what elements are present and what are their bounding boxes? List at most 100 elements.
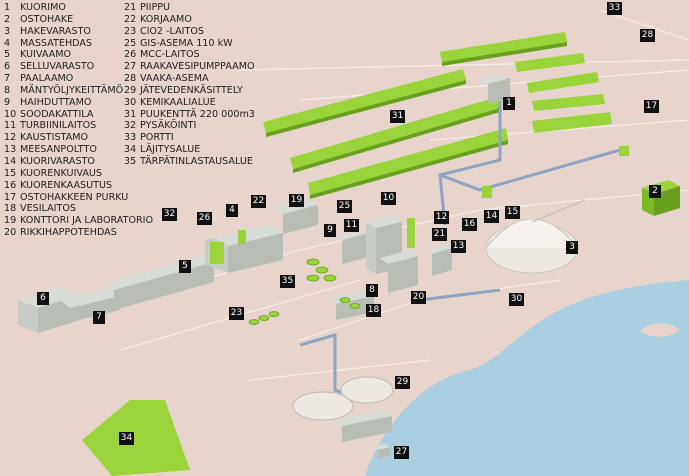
legend-text: GIS-ASEMA 110 kW: [140, 37, 233, 49]
map-label-12: 12: [434, 211, 449, 224]
legend-number: 22: [124, 13, 137, 25]
lake-water: [365, 280, 689, 476]
legend-number: 32: [124, 120, 137, 132]
map-label-7: 7: [93, 311, 105, 324]
map-label-26: 26: [197, 212, 212, 225]
legend-number: 25: [124, 37, 137, 49]
map-label-34: 34: [119, 432, 134, 445]
legend-text: SELLUVARASTO: [20, 61, 95, 73]
legend-text: KORJAAMO: [140, 13, 192, 25]
legend-number: 2: [4, 13, 11, 25]
legend-text: MÄNTYÖLJYKEITTÄMÖ: [20, 84, 124, 96]
legend-text: HAIHDUTTAMO: [20, 96, 92, 108]
legend-number: 14: [4, 155, 17, 167]
legend-number: 7: [4, 73, 11, 85]
legend-text: PUUKENTTÄ 220 000m3: [140, 108, 255, 120]
legend-text: MEESANPOLTTO: [20, 144, 97, 156]
legend-number: 27: [124, 61, 137, 73]
map-label-25: 25: [337, 200, 352, 213]
legend-number: 4: [4, 37, 11, 49]
legend-text: VESILAITOS: [20, 203, 77, 215]
legend-text: MASSATEHDAS: [20, 37, 93, 49]
legend-number: 30: [124, 96, 137, 108]
map-label-35: 35: [280, 275, 295, 288]
legend-text: OSTOHAKE: [20, 13, 74, 25]
legend-number: 13: [4, 144, 17, 156]
map-label-16: 16: [462, 218, 477, 231]
legend-number: 15: [4, 167, 17, 179]
legend-text: KUORENKAASUTUS: [20, 179, 113, 191]
legend-text: JÄTEVEDENKÄSITTELY: [140, 84, 243, 96]
map-label-14: 14: [484, 210, 499, 223]
legend-text: KUORIVARASTO: [20, 155, 95, 167]
legend-number: 20: [4, 227, 17, 239]
legend-text: KAUSTISTAMO: [20, 132, 89, 144]
legend-text: OSTOHAKKEEN PURKU: [20, 191, 129, 203]
island: [640, 323, 680, 337]
legend-number: 21: [124, 2, 137, 13]
legend-text: KEMIKAALIALUE: [140, 96, 216, 108]
legend-text: PIIPPU: [140, 2, 171, 13]
map-label-2: 2: [649, 185, 661, 198]
legend-text: PYSÄKÖINTI: [140, 120, 197, 132]
legend-number: 28: [124, 73, 137, 85]
map-label-20: 20: [411, 291, 426, 304]
legend-text: LÄJITYSALUE: [140, 144, 201, 156]
map-label-13: 13: [451, 240, 466, 253]
map-label-5: 5: [179, 260, 191, 273]
map-label-27: 27: [394, 446, 409, 459]
legend-number: 9: [4, 96, 11, 108]
legend-number: 34: [124, 144, 137, 156]
legend-text: RAAKAVESIPUMPPAAMO: [140, 61, 255, 73]
legend-number: 19: [4, 215, 17, 227]
legend-number: 11: [4, 120, 17, 132]
legend-text: KUORENKUIVAUS: [20, 167, 103, 179]
map-label-8: 8: [366, 284, 378, 297]
map-label-17: 17: [644, 100, 659, 113]
map-label-33: 33: [607, 2, 622, 15]
legend-number: 10: [4, 108, 17, 120]
legend-number: 12: [4, 132, 17, 144]
map-label-6: 6: [37, 292, 49, 305]
legend-text: MCC-LAITOS: [140, 49, 200, 61]
map-label-15: 15: [505, 206, 520, 219]
legend-text: PORTTI: [140, 132, 174, 144]
legend-text: VAAKA-ASEMA: [140, 73, 209, 85]
legend-number: 17: [4, 191, 17, 203]
map-label-9: 9: [324, 224, 336, 237]
legend-text: TURBIINILAITOS: [20, 120, 97, 132]
chip-pile: [485, 199, 586, 274]
legend-number: 33: [124, 132, 137, 144]
map-label-31: 31: [390, 110, 405, 123]
wood-yard: [263, 32, 612, 199]
legend-item: 4 MASSATEHDAS: [4, 38, 153, 50]
legend-number: 26: [124, 49, 137, 61]
legend-number: 5: [4, 49, 11, 61]
map-label-30: 30: [509, 293, 524, 306]
legend-number: 18: [4, 203, 17, 215]
